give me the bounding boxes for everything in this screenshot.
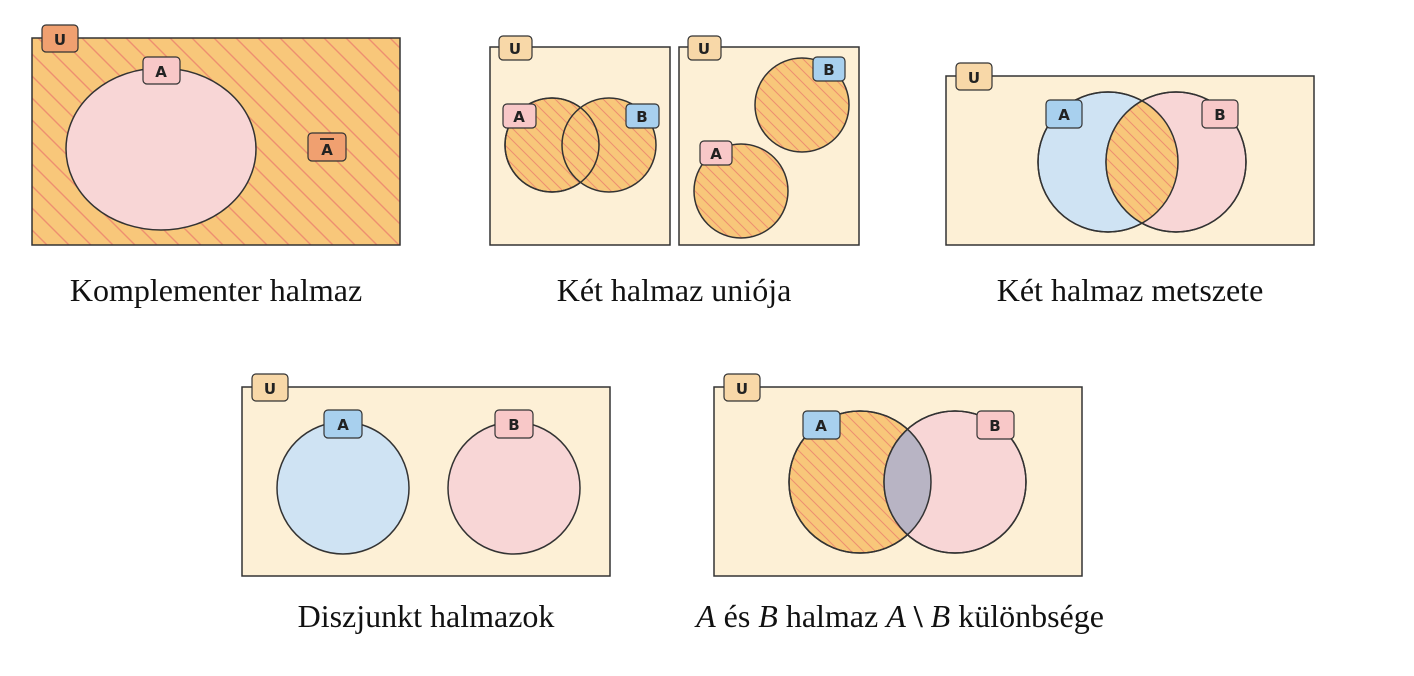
caption-intersection: Két halmaz metszete — [996, 272, 1264, 308]
universe-tag: U — [41, 24, 79, 53]
complement-tag: A — [307, 132, 347, 162]
caption-expr-a: A — [886, 598, 906, 634]
universe-tag-right: U — [687, 35, 722, 61]
set-b-circle — [447, 421, 581, 555]
set-b-tag: B — [1201, 99, 1239, 129]
svg-text:U: U — [968, 69, 980, 87]
svg-text:U: U — [54, 31, 66, 49]
set-a-tag: A — [142, 56, 181, 85]
universe-tag: U — [955, 62, 993, 91]
caption-difference: A és B halmaz A \ B különbsége — [640, 598, 1160, 635]
svg-text:B: B — [508, 416, 519, 434]
set-a-tag: A — [502, 103, 537, 129]
set-b-tag-separate: B — [812, 56, 846, 82]
intersection-region — [1106, 92, 1178, 232]
set-a-tag: A — [802, 410, 841, 440]
set-a-ellipse — [65, 67, 257, 231]
set-a-tag-separate: A — [699, 140, 733, 166]
universe-tag: U — [723, 373, 761, 402]
svg-text:U: U — [509, 40, 521, 58]
svg-text:A: A — [815, 417, 827, 435]
svg-text:A: A — [710, 145, 722, 163]
caption-expr-b: B — [930, 598, 951, 634]
caption-expr-op: \ — [905, 598, 931, 634]
caption-text-3: különbsége — [950, 598, 1104, 634]
caption-set-b: B — [758, 598, 778, 634]
set-a-tag: A — [323, 409, 363, 439]
svg-text:B: B — [989, 417, 1000, 435]
set-b-tag: B — [494, 409, 534, 439]
caption-union: Két halmaz uniója — [556, 272, 792, 308]
caption-text-1: és — [715, 598, 759, 634]
set-a-circle — [276, 421, 410, 555]
set-b-tag: B — [625, 103, 660, 129]
disjoint-diagram: U A B — [241, 373, 611, 577]
universe-tag-left: U — [498, 35, 533, 61]
svg-text:B: B — [1214, 106, 1225, 124]
svg-text:A: A — [513, 108, 525, 126]
svg-text:B: B — [636, 108, 647, 126]
universe-tag: U — [251, 373, 289, 402]
complement-diagram: U A A — [31, 24, 401, 246]
caption-disjoint: Diszjunkt halmazok — [297, 598, 555, 634]
union-diagram: U U A B B A — [489, 35, 860, 246]
overlap-region — [884, 411, 931, 553]
svg-text:B: B — [823, 61, 834, 79]
caption-complement: Komplementer halmaz — [69, 272, 363, 308]
caption-set-a: A — [696, 598, 716, 634]
intersection-diagram: U A B — [945, 62, 1315, 246]
difference-diagram: U A B — [713, 373, 1083, 577]
svg-text:A: A — [337, 416, 349, 434]
set-a-circle-separate — [693, 143, 789, 239]
svg-text:A: A — [155, 63, 167, 81]
svg-text:A: A — [1058, 106, 1070, 124]
svg-text:U: U — [736, 380, 748, 398]
caption-text-2: halmaz — [777, 598, 887, 634]
svg-text:U: U — [264, 380, 276, 398]
set-a-tag: A — [1045, 99, 1083, 129]
set-b-tag: B — [976, 410, 1015, 440]
svg-text:U: U — [698, 40, 710, 58]
svg-text:A: A — [321, 141, 333, 159]
